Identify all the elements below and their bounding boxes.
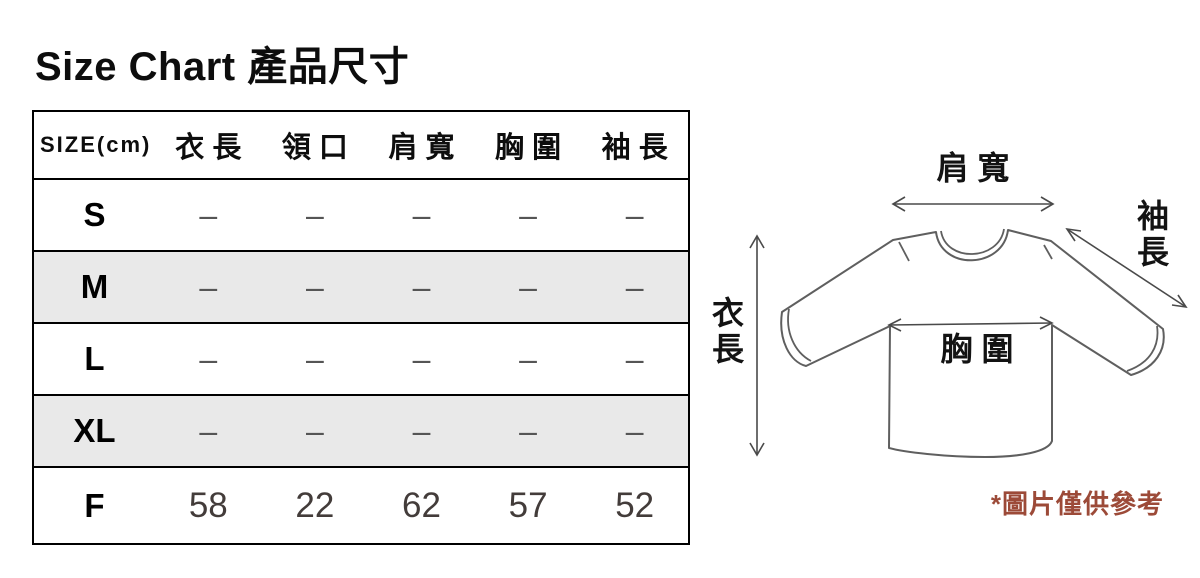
header-size-cm: SIZE(cm) (40, 132, 152, 157)
chest-width-label: 胸 圍 (940, 331, 1014, 367)
cell-value: 22 (295, 485, 335, 525)
table-header-row: SIZE(cm) 衣 長 領 口 肩 寬 胸 圍 袖 長 (34, 112, 688, 180)
collar-inner-line (940, 228, 1005, 255)
cell-value: – (412, 268, 431, 305)
sleeve-length-label: 袖長 (1136, 198, 1169, 270)
table-row-m: M – – – – – (34, 252, 688, 324)
row-label: L (84, 340, 105, 377)
cell-value: – (305, 196, 324, 233)
row-label: F (84, 486, 105, 524)
left-cuff-rib-line (787, 308, 812, 362)
measurement-diagram (690, 120, 1200, 530)
cell-value: – (412, 196, 431, 233)
cell-value: – (412, 412, 431, 449)
cell-value: – (199, 268, 218, 305)
cell-value: – (625, 196, 644, 233)
cell-value: – (305, 268, 324, 305)
header-chest: 胸 圍 (495, 132, 562, 164)
cell-value: – (519, 268, 537, 305)
cell-value: 57 (508, 485, 548, 525)
shoulder-seam-notch-left (898, 241, 910, 262)
cell-value: 62 (402, 485, 441, 525)
header-neck-opening: 領 口 (281, 132, 348, 164)
header-sleeve-length: 袖 長 (601, 132, 668, 164)
cell-value: – (199, 340, 218, 377)
shirt-diagram (749, 196, 1188, 458)
cell-value: – (412, 340, 431, 377)
reference-only-note: *圖片僅供參考 (990, 489, 1164, 519)
garment-length-arrow (749, 234, 765, 457)
cell-value: – (199, 412, 218, 449)
cell-value: 52 (615, 485, 655, 525)
cell-value: – (519, 412, 537, 449)
shoulder-width-label: 肩 寬 (936, 150, 1010, 186)
cell-value: – (199, 196, 218, 233)
right-cuff-rib-line (1126, 325, 1159, 372)
shirt-outline (780, 229, 1165, 458)
cell-value: – (625, 268, 644, 305)
cell-value: – (625, 340, 644, 377)
sleeve-length-arrow (1065, 227, 1188, 309)
chest-width-arrow (887, 316, 1054, 332)
row-label: XL (73, 412, 116, 449)
cell-value: – (519, 196, 537, 233)
header-shoulder-width: 肩 寬 (388, 132, 455, 164)
table-row-xl: XL – – – – – (34, 396, 688, 468)
cell-value: – (305, 340, 324, 377)
garment-length-label: 衣長 (711, 295, 744, 367)
size-chart-table: SIZE(cm) 衣 長 領 口 肩 寬 胸 圍 袖 長 S – – – – –… (32, 110, 690, 545)
header-garment-length: 衣 長 (175, 132, 242, 164)
table-row-f: F 58 22 62 57 52 (34, 468, 688, 543)
row-label: M (80, 268, 109, 305)
table-row-s: S – – – – – (34, 180, 688, 252)
cell-value: 58 (188, 485, 228, 525)
cell-value: – (305, 412, 324, 449)
shoulder-width-arrow (891, 196, 1055, 212)
row-label: S (83, 196, 106, 233)
shoulder-seam-notch-right (1043, 244, 1053, 260)
table-row-l: L – – – – – (34, 324, 688, 396)
cell-value: – (519, 340, 537, 377)
page-title: Size Chart 產品尺寸 (35, 45, 410, 89)
cell-value: – (625, 412, 644, 449)
